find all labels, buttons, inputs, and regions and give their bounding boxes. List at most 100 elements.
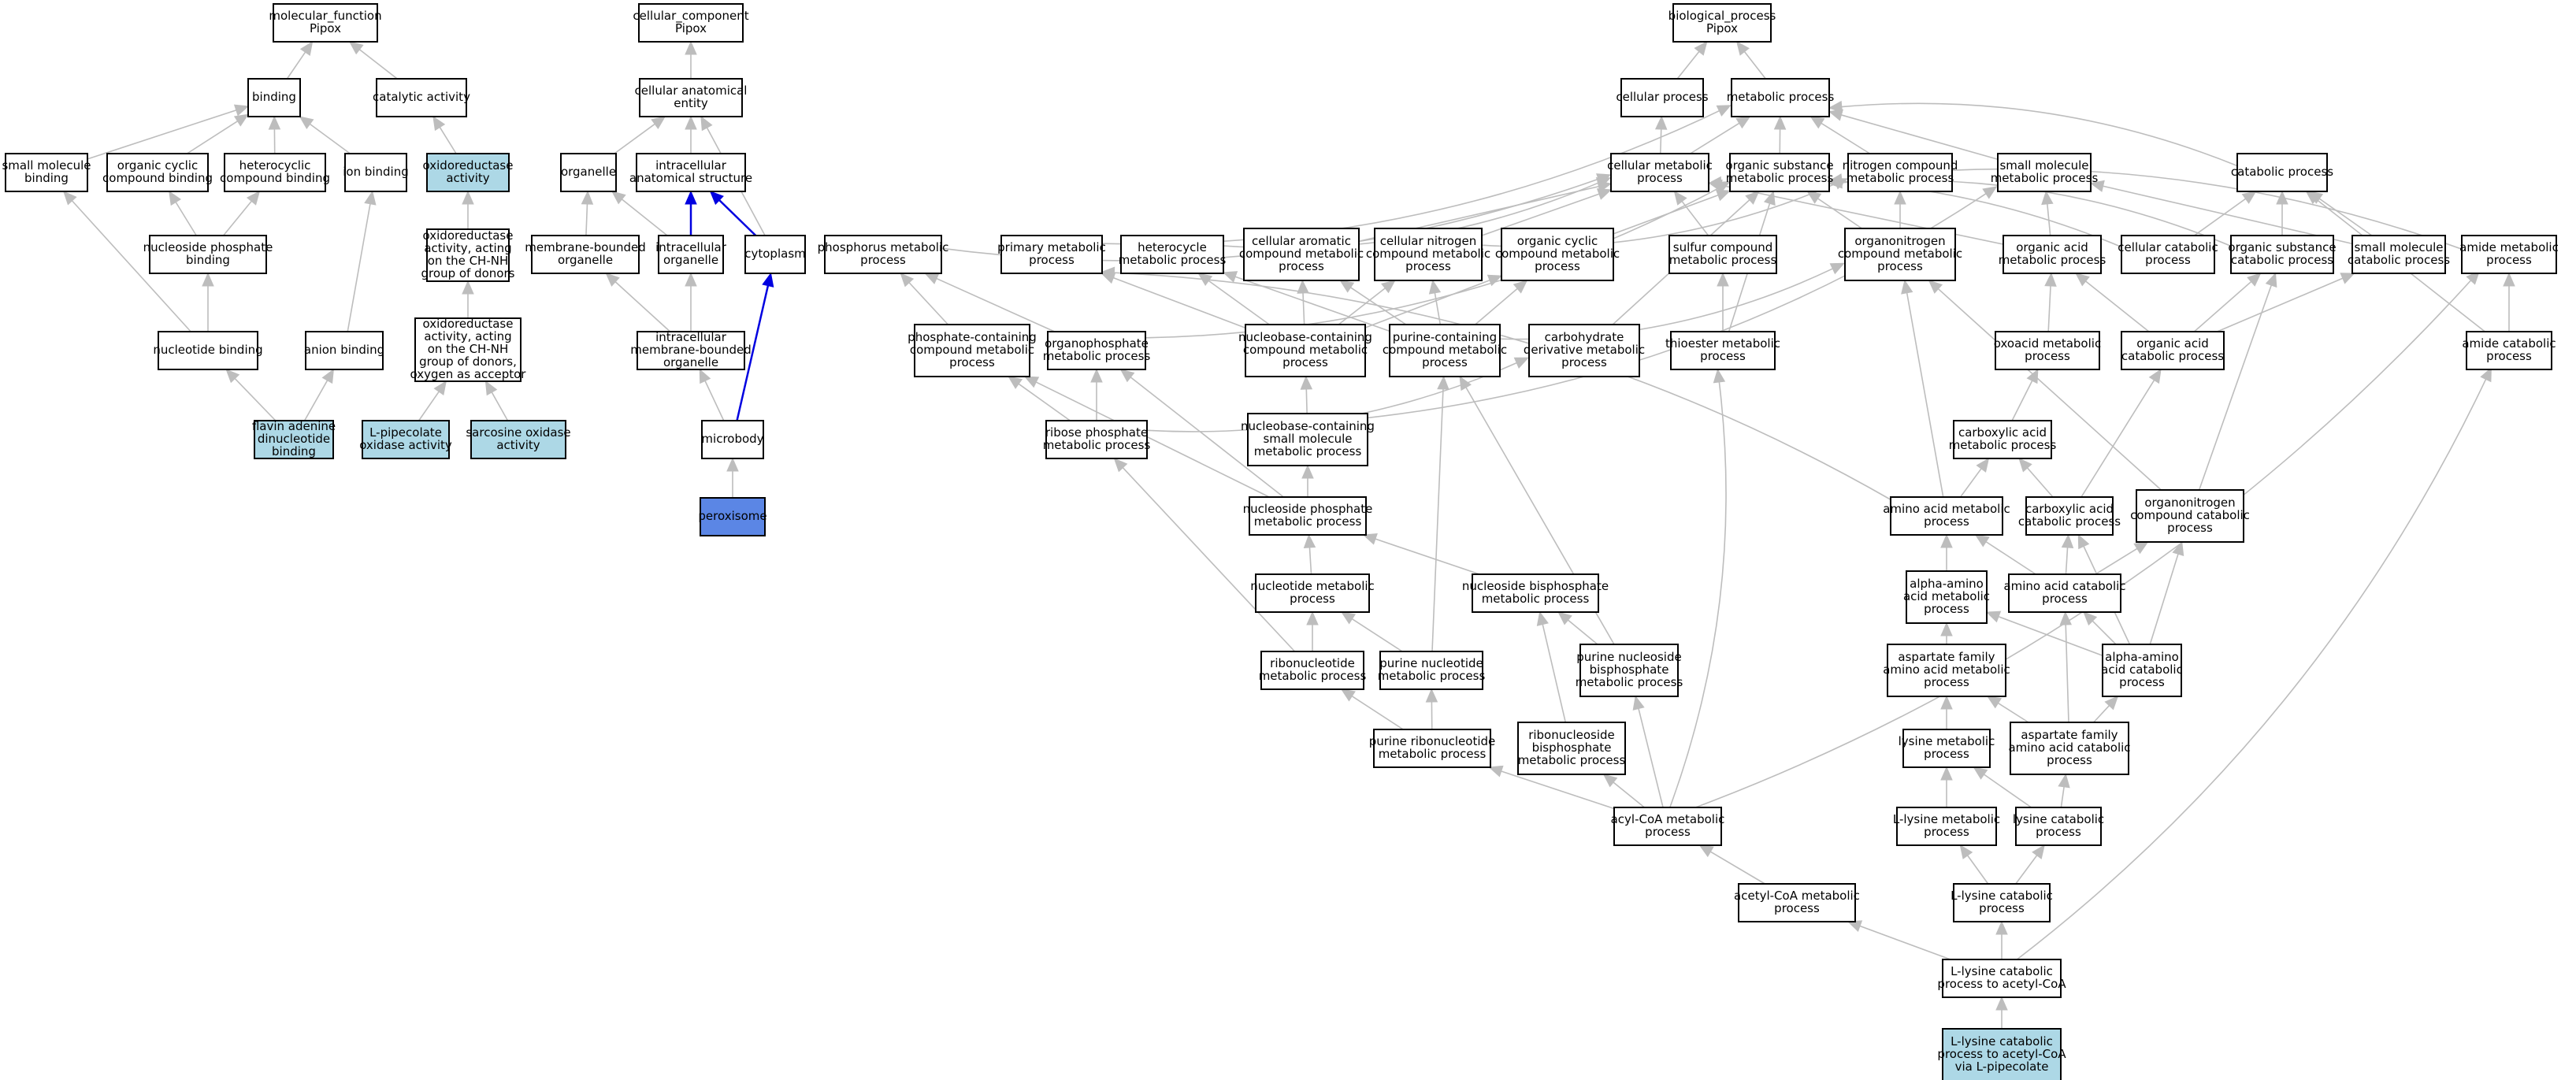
node-label-line: process xyxy=(1924,675,1969,689)
go-term-node-nb[interactable]: nucleotide binding xyxy=(153,331,263,370)
node-label-line: process xyxy=(1561,355,1607,369)
arrowhead xyxy=(1698,844,1714,858)
node-label-line: oxygen as acceptor xyxy=(410,367,527,381)
arrowhead xyxy=(685,190,697,205)
arrowhead xyxy=(1119,369,1135,383)
arrowhead xyxy=(611,191,626,205)
arrowhead xyxy=(321,368,335,384)
go-term-node-binding[interactable]: binding xyxy=(247,78,301,117)
go-term-node-microbody[interactable]: microbody xyxy=(701,420,764,459)
go-term-node-ionb[interactable]: ion binding xyxy=(343,153,409,192)
node-label-line: organophosphate xyxy=(1045,336,1149,351)
go-term-node-cyto[interactable]: cytoplasm xyxy=(744,235,806,274)
go-term-node-anb[interactable]: anion binding xyxy=(304,331,384,370)
go-term-node-catalytic[interactable]: catalytic activity xyxy=(373,78,470,117)
arrowhead xyxy=(2172,540,2184,557)
is-a-edge xyxy=(1821,122,1871,154)
is-a-edge xyxy=(1308,547,1312,575)
go-term-node-cp[interactable]: cellular process xyxy=(1616,78,1709,117)
go-term-node-catp[interactable]: catabolic process xyxy=(2231,153,2333,192)
node-label-line: Pipox xyxy=(310,21,341,35)
arrowhead xyxy=(225,369,240,384)
go-term-node-organelle[interactable]: organelle xyxy=(560,153,617,192)
node-label-line: process xyxy=(949,355,995,369)
is-a-edge xyxy=(2016,379,2487,960)
node-label-line: organelle xyxy=(561,165,616,179)
go-term-node-mp[interactable]: metabolic process xyxy=(1727,78,1835,117)
go-term-node-perox[interactable]: peroxisome xyxy=(698,497,767,536)
